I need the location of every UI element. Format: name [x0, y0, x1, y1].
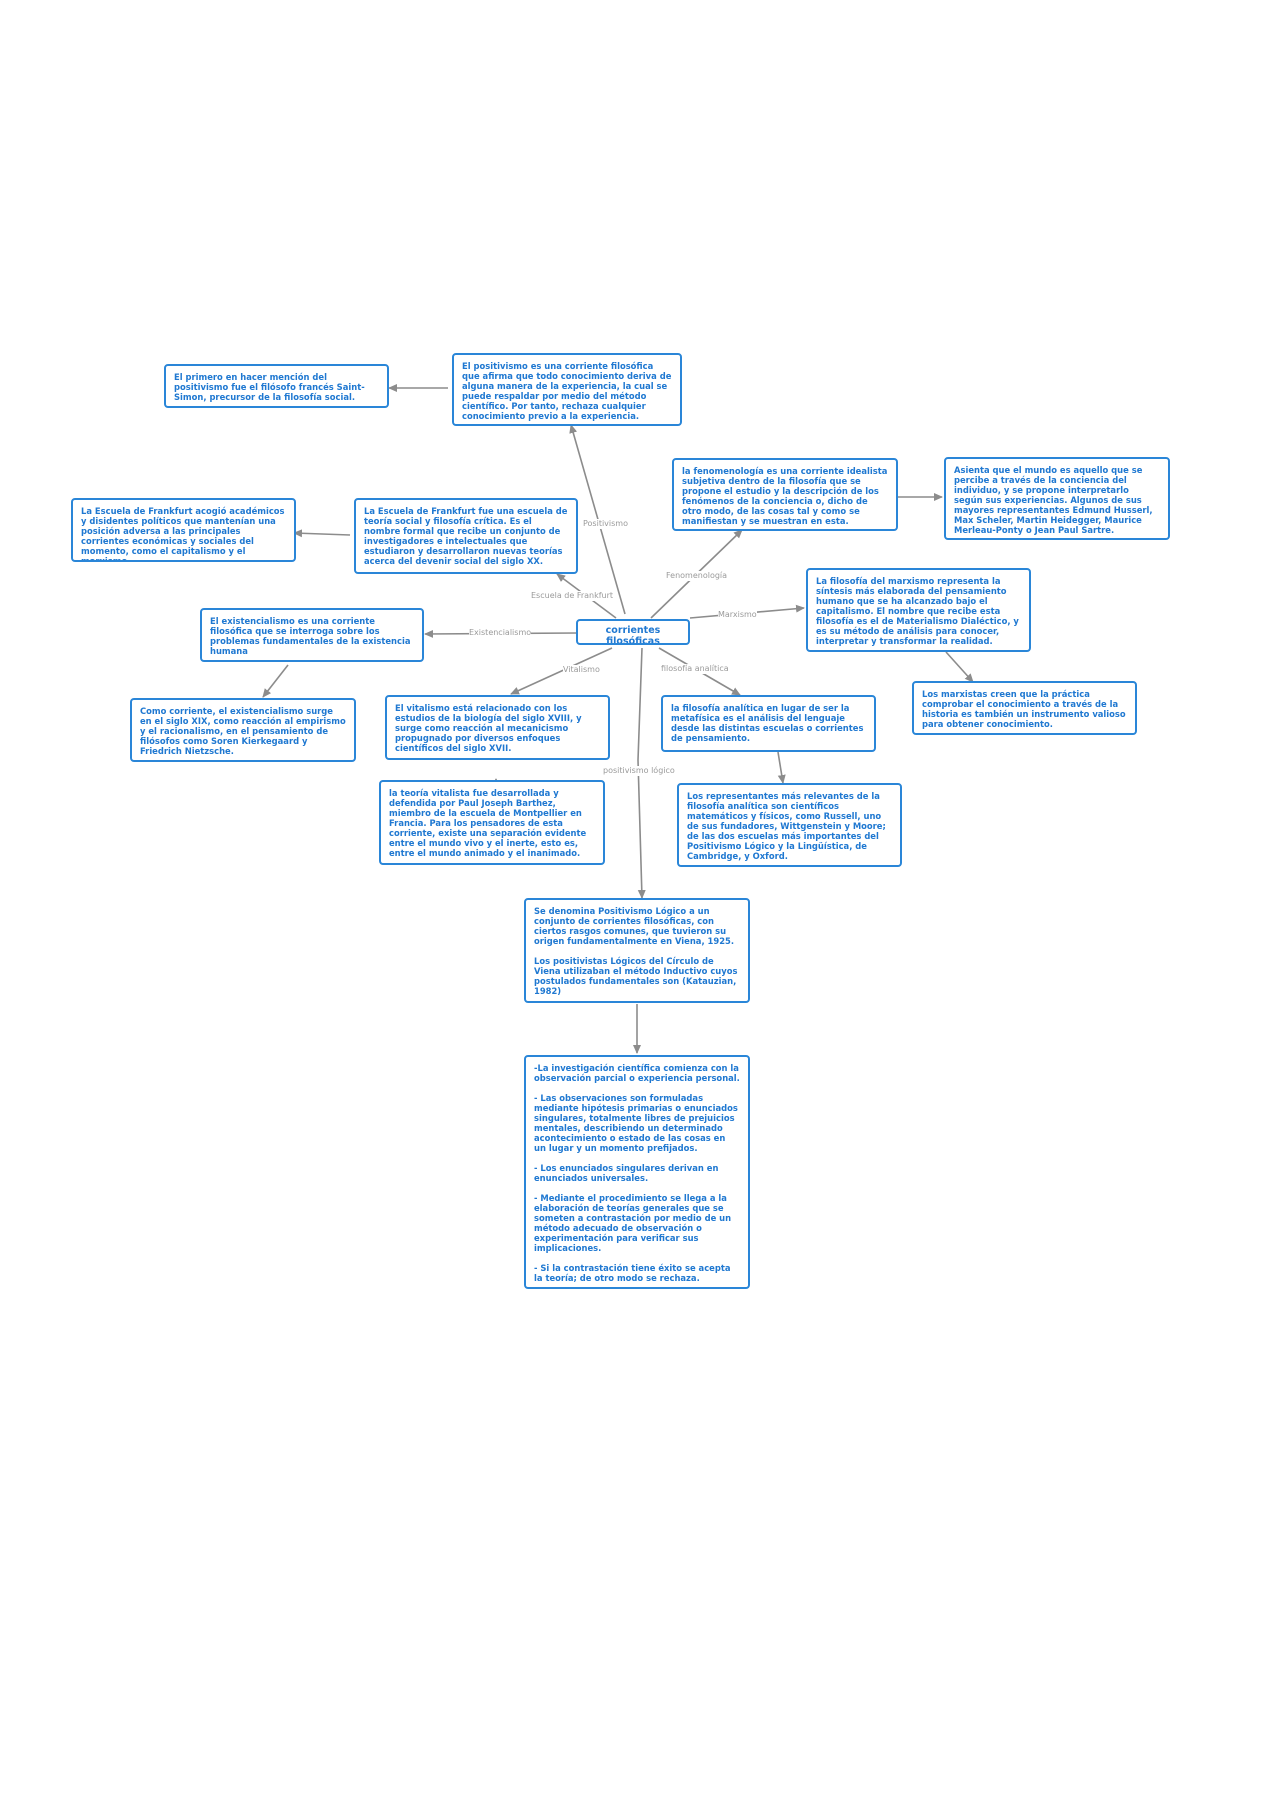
edge-frankfurt-detalle: [293, 529, 351, 538]
node-analitica-detalle[interactable]: Los representantes más relevantes de la …: [677, 783, 902, 867]
node-fenomenologia-detalle[interactable]: Asienta que el mundo es aquello que se p…: [944, 457, 1170, 540]
edge-label-fenomenologia: Fenomenología: [666, 571, 728, 581]
node-positivismo-logico[interactable]: Se denomina Positivismo Lógico a un conj…: [524, 898, 750, 1003]
node-marxismo-detalle[interactable]: Los marxistas creen que la práctica comp…: [912, 681, 1137, 735]
node-vitalismo[interactable]: El vitalismo está relacionado con los es…: [385, 695, 610, 760]
node-escuela-frankfurt[interactable]: La Escuela de Frankfurt fue una escuela …: [354, 498, 578, 574]
edge-label-filosofia-analitica: filosofía analítica: [661, 664, 729, 674]
node-vitalismo-detalle[interactable]: la teoría vitalista fue desarrollada y d…: [379, 780, 605, 865]
edge-analitica-detalle: [777, 751, 786, 784]
edge-marxismo-detalle: [945, 651, 974, 683]
node-frankfurt-detalle[interactable]: La Escuela de Frankfurt acogió académico…: [71, 498, 296, 562]
edge-label-marxismo: Marxismo: [718, 610, 757, 620]
node-marxismo[interactable]: La filosofía del marxismo representa la …: [806, 568, 1031, 652]
edge-label-existencialismo: Existencialismo: [469, 628, 532, 638]
node-existencialismo[interactable]: El existencialismo es una corriente filo…: [200, 608, 424, 662]
node-fenomenologia[interactable]: la fenomenología es una corriente ideali…: [672, 458, 898, 531]
node-positivismo[interactable]: El positivismo es una corriente filosófi…: [452, 353, 682, 426]
node-corrientes-filosoficas[interactable]: corrientes filosóficas: [576, 619, 690, 645]
edge-existencialismo-detalle: [262, 664, 289, 698]
edge-label-vitalismo: Vitalismo: [563, 665, 600, 675]
node-logico-postulados[interactable]: -La investigación científica comienza co…: [524, 1055, 750, 1289]
node-saint-simon[interactable]: El primero en hacer mención del positivi…: [164, 364, 389, 408]
node-existencialismo-detalle[interactable]: Como corriente, el existencialismo surge…: [130, 698, 356, 762]
edge-label-positivismo-logico: positivismo lógico: [603, 766, 675, 776]
edge-positivismo-logico: [637, 647, 646, 899]
edge-label-positivismo: Positivismo: [583, 519, 628, 529]
edge-label-escuela-frankfurt: Escuela de Frankfurt: [531, 591, 614, 601]
edge-vitalismo: [510, 647, 613, 695]
node-filosofia-analitica[interactable]: la filosofía analítica en lugar de ser l…: [661, 695, 876, 752]
